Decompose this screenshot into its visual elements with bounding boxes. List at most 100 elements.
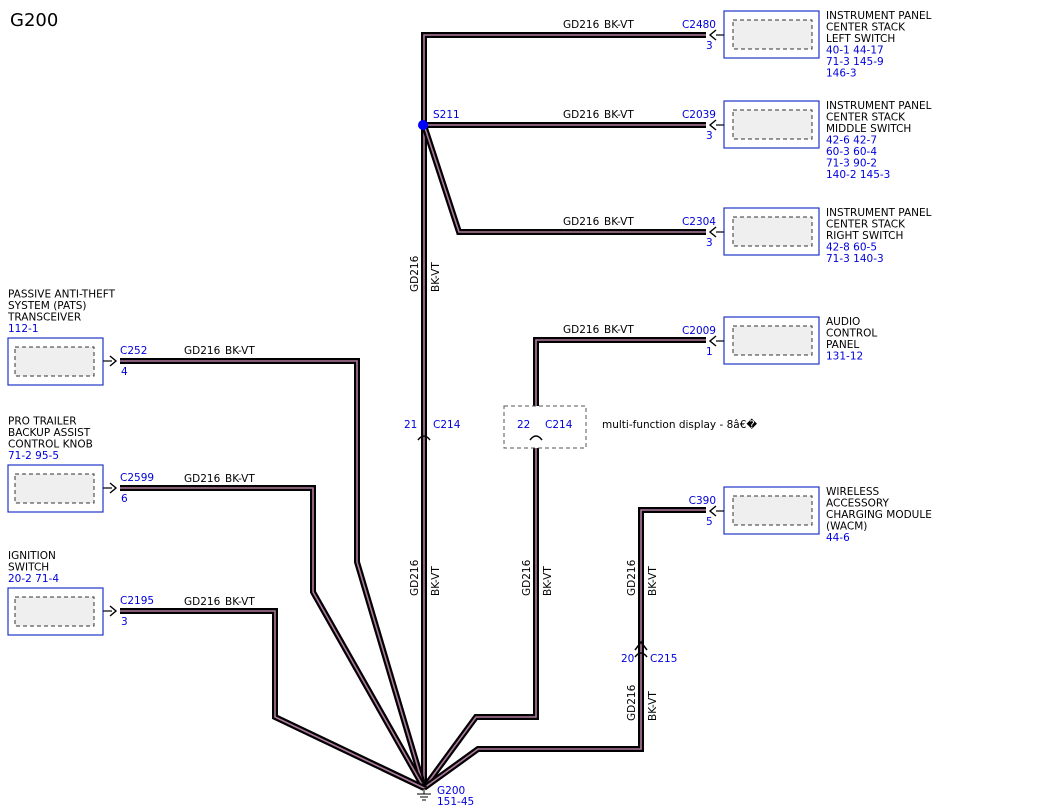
ground-id: G200 (437, 785, 465, 797)
component-ref-line: 71-3 90-2 (826, 158, 877, 170)
component-inner (732, 495, 813, 526)
wire-c2304 (421, 124, 706, 235)
component-ref-line: 60-3 60-4 (826, 146, 877, 158)
component-name-line: RIGHT SWITCH (826, 230, 903, 242)
component-inner (732, 109, 813, 140)
component-ref-line: 146-3 (826, 68, 857, 80)
component-ref-line: 40-1 44-17 (826, 45, 884, 57)
connector-symbol (708, 226, 717, 238)
component-ref-line: 42-6 42-7 (826, 135, 877, 147)
wire-c2599 (120, 485, 427, 790)
component-name-line: (WACM) (826, 521, 867, 533)
connector-id: C2304 (682, 216, 716, 228)
wire-c252 (120, 358, 427, 789)
component-name-line: SYSTEM (PATS) (8, 300, 87, 312)
svg-text:BK-VT: BK-VT (647, 691, 659, 721)
component-name-line: CONTROL KNOB (8, 439, 93, 451)
svg-text:C214: C214 (433, 419, 461, 431)
inline-connector-c214-pin22: 22 C214 multi-function display - 8â€� (503, 405, 757, 449)
splice-dot (418, 120, 428, 130)
multi-function-display-note: multi-function display - 8â€� (602, 418, 757, 431)
wire-label-c2039: GD216 BK-VT (563, 109, 634, 121)
svg-text:GD216: GD216 (184, 473, 221, 485)
svg-text:BK-VT: BK-VT (604, 324, 634, 336)
component-name-line: CENTER STACK (826, 112, 906, 124)
svg-text:GD216: GD216 (409, 255, 421, 292)
wire-c390 (422, 507, 706, 791)
svg-text:GD216: GD216 (563, 109, 600, 121)
svg-text:GD216: GD216 (563, 216, 600, 228)
component-name-line: INSTRUMENT PANEL (826, 100, 932, 112)
connector-id: C252 (120, 345, 147, 357)
component-inner (732, 325, 813, 356)
component-ref-line: 131-12 (826, 351, 863, 363)
inline-connector-c215-pin20: 20 C215 (621, 640, 677, 665)
component-name-line: INSTRUMENT PANEL (826, 10, 932, 22)
svg-text:21: 21 (404, 419, 417, 431)
component-inner (732, 19, 813, 50)
connector-pin: 3 (121, 616, 128, 628)
component-ref-line: 71-3 145-9 (826, 56, 884, 68)
wire-label-c2480: GD216 BK-VT (563, 19, 634, 31)
connector-pin: 6 (121, 493, 128, 505)
wires (120, 32, 706, 791)
svg-text:BK-VT: BK-VT (604, 19, 634, 31)
component-name-line: MIDDLE SWITCH (826, 123, 911, 135)
connector-id: C2039 (682, 109, 716, 121)
svg-text:BK-VT: BK-VT (604, 216, 634, 228)
component-ref-line: 71-2 95-5 (8, 450, 59, 462)
connector-symbol (708, 505, 717, 517)
svg-text:GD216: GD216 (184, 596, 221, 608)
svg-text:GD216: GD216 (626, 559, 638, 596)
connector-symbol (708, 335, 717, 347)
component-ref-line: 112-1 (8, 323, 39, 335)
component-name-line: WIRELESS (826, 486, 880, 498)
svg-text:BK-VT: BK-VT (604, 109, 634, 121)
component-inner (14, 346, 95, 377)
wire-label-c2304: GD216 BK-VT (563, 216, 634, 228)
ground-g200: G200 151-45 (417, 785, 474, 808)
component-inner (14, 596, 95, 627)
component-name-line: ACCESSORY (826, 498, 890, 510)
component-name-line: CHARGING MODULE (826, 509, 932, 521)
wire-c2009 (421, 337, 706, 790)
component-ref-line: 71-3 140-3 (826, 253, 884, 265)
wire-trunk (421, 32, 706, 788)
connector-symbol (708, 29, 717, 41)
component-name-line: PANEL (826, 339, 859, 351)
svg-text:GD216: GD216 (184, 345, 221, 357)
multi-function-display-box (503, 405, 587, 449)
svg-text:BK-VT: BK-VT (542, 566, 554, 596)
component-name-line: LEFT SWITCH (826, 33, 895, 45)
wire-c2195 (120, 608, 426, 791)
connector-pin: 4 (121, 366, 128, 378)
component-ref-line: 42-8 60-5 (826, 242, 877, 254)
component-name-line: TRANSCEIVER (7, 312, 81, 324)
svg-text:BK-VT: BK-VT (225, 596, 255, 608)
svg-text:BK-VT: BK-VT (430, 566, 442, 596)
connector-id: C2009 (682, 325, 716, 337)
svg-text:C214: C214 (545, 419, 573, 431)
svg-text:GD216: GD216 (626, 684, 638, 721)
connector-symbol (708, 119, 717, 131)
svg-text:GD216: GD216 (563, 19, 600, 31)
connector-id: C2195 (120, 595, 154, 607)
vertical-label-trunk-upper: GD216 BK-VT (409, 255, 442, 292)
component-ref-line: 140-2 145-3 (826, 169, 890, 181)
svg-text:BK-VT: BK-VT (430, 262, 442, 292)
connector-id: C2480 (682, 19, 716, 31)
svg-text:GD216: GD216 (563, 324, 600, 336)
connector-symbol (109, 355, 118, 367)
connector-pin: 3 (706, 130, 713, 142)
component-ref-line: 20-2 71-4 (8, 573, 59, 585)
diagram-title: G200 (10, 10, 58, 31)
vertical-label-c390-lower: GD216 BK-VT (626, 684, 659, 721)
